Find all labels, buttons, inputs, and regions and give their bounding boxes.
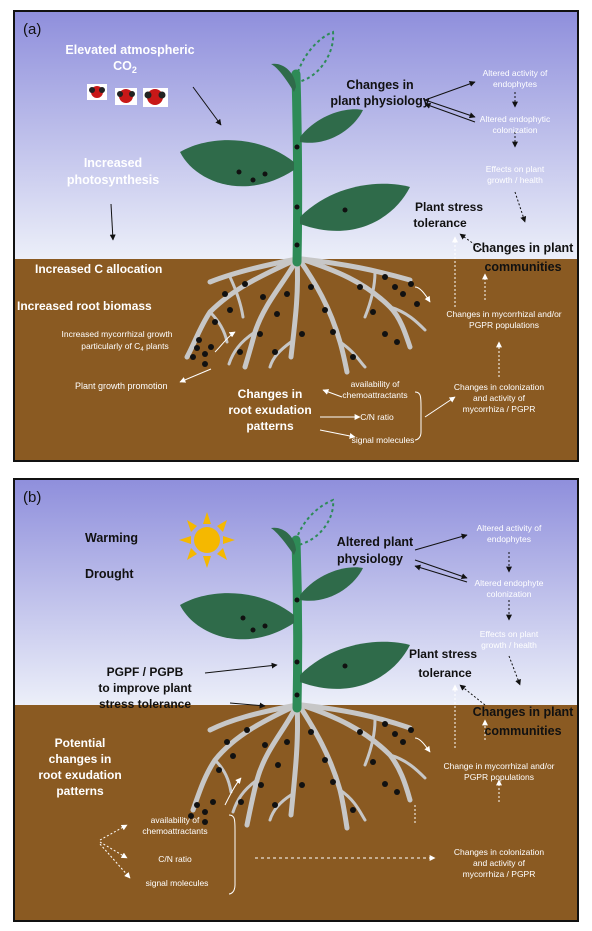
altered-colonization-label: colonization xyxy=(493,125,538,135)
altered-colonization-label: Altered endophytic xyxy=(480,114,551,124)
effects-label: growth / health xyxy=(487,175,543,185)
chemoattractants-label: availability of xyxy=(351,379,400,389)
mycorrhizal-populations-label: Changes in mycorrhizal and/or xyxy=(446,309,561,319)
effects-label: Effects on plant xyxy=(486,164,545,174)
altered-activity-label: Altered activity of xyxy=(483,68,548,78)
colonization-activity-label: and activity of xyxy=(473,858,526,868)
pgpf-pgpb-label: to improve plant xyxy=(98,681,191,695)
cn-ratio-label: C/N ratio xyxy=(360,412,394,422)
colonization-activity-label: mycorrhiza / PGPR xyxy=(463,869,536,879)
cn-ratio-label: C/N ratio xyxy=(158,854,192,864)
changes-plant-communities-label: Changes in plant xyxy=(473,241,575,255)
altered-colonization-label: colonization xyxy=(487,589,532,599)
potential-changes-label: patterns xyxy=(56,784,104,798)
panel-b: (b) Warming Drought Altered plant physio… xyxy=(13,478,579,922)
colonization-activity-label: Changes in colonization xyxy=(454,382,545,392)
pgpf-pgpb-label: PGPF / PGPB xyxy=(107,665,184,679)
panel-label: (b) xyxy=(23,489,41,506)
increased-root-biomass-label: Increased root biomass xyxy=(17,299,152,313)
changes-plant-physiology-label: plant physiology xyxy=(330,94,429,108)
altered-plant-physiology-label: Altered plant xyxy=(337,535,414,549)
effects-label: growth / health xyxy=(481,640,537,650)
altered-activity-label: endophytes xyxy=(487,534,531,544)
elevated-co2-label: Elevated atmospheric xyxy=(65,43,194,57)
root-exudation-label: root exudation xyxy=(228,403,311,417)
co2-molecule-icon xyxy=(115,88,137,105)
root-exudation-label: patterns xyxy=(246,419,294,433)
changes-plant-physiology-label: Changes in xyxy=(346,78,413,92)
co2-molecule-icon xyxy=(143,88,168,107)
plant-stress-tolerance-label: Plant stress xyxy=(415,200,483,214)
stem xyxy=(296,74,298,262)
increased-mycorrhizal-label: Increased mycorrhizal growth xyxy=(61,329,172,339)
altered-colonization-label: Altered endophyte xyxy=(475,578,544,588)
colonization-activity-label: Changes in colonization xyxy=(454,847,545,857)
increased-photosynthesis-label: Increased xyxy=(84,156,142,170)
altered-activity-label: Altered activity of xyxy=(477,523,542,533)
potential-changes-label: Potential xyxy=(55,736,106,750)
drought-label: Drought xyxy=(85,567,134,581)
stem xyxy=(296,540,298,708)
mycorrhizal-populations-label: PGPR populations xyxy=(464,772,534,782)
plant-growth-promotion-label: Plant growth promotion xyxy=(75,381,168,391)
root-exudation-label: Changes in xyxy=(238,387,303,401)
changes-plant-communities-label: communities xyxy=(484,260,561,274)
warming-label: Warming xyxy=(85,531,138,545)
plant-stress-tolerance-label: tolerance xyxy=(413,216,467,230)
potential-changes-label: changes in xyxy=(49,752,112,766)
plant-stress-tolerance-label: Plant stress xyxy=(409,647,477,661)
mycorrhizal-populations-label: Change in mycorrhizal and/or xyxy=(443,761,554,771)
panel-b-figure: (b) Warming Drought Altered plant physio… xyxy=(15,480,577,920)
co2-molecule-icon xyxy=(87,84,107,100)
colonization-activity-label: mycorrhiza / PGPR xyxy=(463,404,536,414)
panel-label: (a) xyxy=(23,21,41,38)
mycorrhizal-populations-label: PGPR populations xyxy=(469,320,539,330)
sun-icon xyxy=(179,512,235,568)
chemoattractants-label: chemoattractants xyxy=(142,826,207,836)
panel-a-figure: (a) Elevated atmospheric CO2 Increased p… xyxy=(15,12,577,460)
pgpf-pgpb-label: stress tolerance xyxy=(99,697,191,711)
changes-plant-communities-label: communities xyxy=(484,724,561,738)
increased-c-allocation-label: Increased C allocation xyxy=(35,262,162,276)
changes-plant-communities-label: Changes in plant xyxy=(473,705,575,719)
potential-changes-label: root exudation xyxy=(38,768,121,782)
plant-stress-tolerance-label: tolerance xyxy=(418,666,472,680)
chemoattractants-label: availability of xyxy=(151,815,200,825)
altered-plant-physiology-label: physiology xyxy=(337,552,403,566)
altered-activity-label: endophytes xyxy=(493,79,537,89)
colonization-activity-label: and activity of xyxy=(473,393,526,403)
panel-a: (a) Elevated atmospheric CO2 Increased p… xyxy=(13,10,579,462)
chemoattractants-label: chemoattractants xyxy=(342,390,407,400)
effects-label: Effects on plant xyxy=(480,629,539,639)
increased-photosynthesis-label: photosynthesis xyxy=(67,173,159,187)
signal-molecules-label: signal molecules xyxy=(352,435,415,445)
signal-molecules-label: signal molecules xyxy=(146,878,209,888)
